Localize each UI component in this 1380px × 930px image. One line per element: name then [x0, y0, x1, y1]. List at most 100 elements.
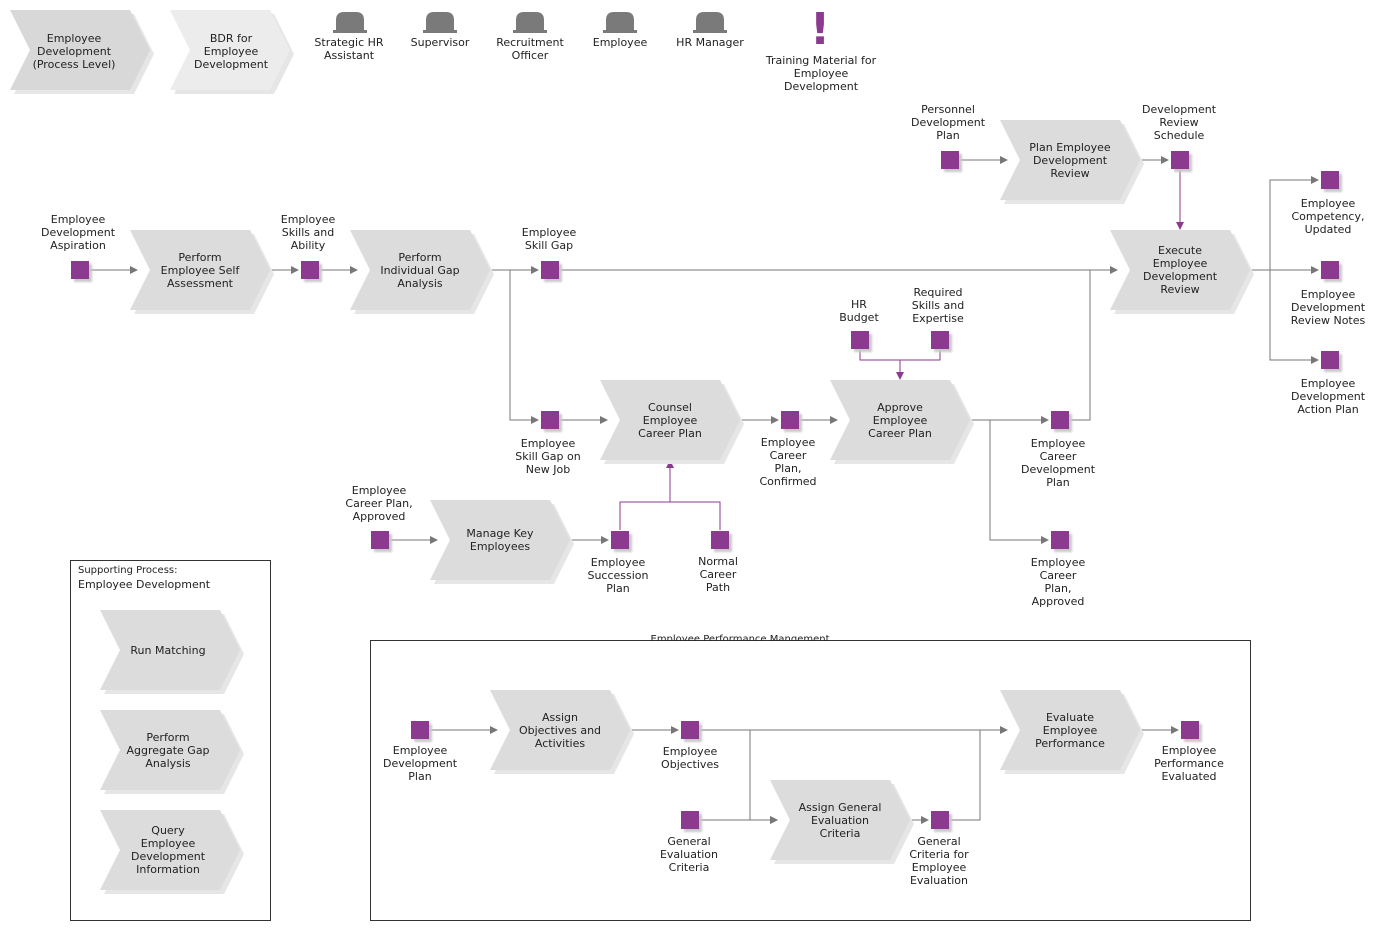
supporting-process-subtitle: Employee Development — [78, 578, 211, 591]
training-material-label: Training Material for Employee Developme… — [765, 54, 877, 93]
label-performance-evaluated: Employee Performance Evaluated — [1154, 744, 1224, 783]
process-self-assessment-shape — [130, 230, 270, 310]
edge-gap-new-job — [509, 270, 539, 424]
data-required-skills[interactable] — [931, 331, 949, 349]
edge-path-counsel — [670, 501, 721, 530]
label-review-schedule: Development Review Schedule — [1141, 103, 1217, 142]
label-action-plan: Employee Development Action Plan — [1290, 377, 1366, 416]
data-personnel-plan[interactable] — [941, 151, 959, 169]
process-plan-review[interactable]: Plan Employee Development Review — [1029, 140, 1111, 180]
edge-execute-action — [1269, 270, 1319, 364]
process-approve-shape — [830, 380, 970, 460]
support-run-matching-shape — [100, 610, 240, 690]
process-self-assessment[interactable]: Perform Employee Self Assessment — [160, 250, 240, 290]
process-evaluate-performance[interactable]: Evaluate Employee Performance — [1035, 710, 1105, 750]
process-assign-criteria[interactable]: Assign General Evaluation Criteria — [798, 800, 882, 840]
data-action-plan[interactable] — [1321, 351, 1339, 369]
support-query-info[interactable]: Query Employee Development Information — [130, 824, 206, 876]
edge-dev-plan-up — [1070, 269, 1117, 421]
label-criteria-eval: General Criteria for Employee Evaluation — [909, 835, 969, 887]
supporting-process-box — [70, 560, 271, 921]
training-material-icon: ! — [809, 4, 831, 55]
label-dev-plan: Employee Development Plan — [382, 744, 458, 783]
role-supervisor: Supervisor — [410, 36, 470, 49]
label-personnel-plan: Personnel Development Plan — [910, 103, 986, 142]
role-hat-icon — [423, 12, 457, 33]
label-competency: Employee Competency, Updated — [1291, 197, 1365, 236]
data-competency[interactable] — [1321, 171, 1339, 189]
data-performance-evaluated[interactable] — [1181, 721, 1199, 739]
label-aspiration: Employee Development Aspiration — [40, 213, 116, 252]
process-gap-analysis-shape — [350, 230, 490, 310]
performance-management-box — [370, 640, 1251, 921]
label-gap-new-job: Employee Skill Gap on New Job — [515, 437, 581, 476]
role-strategic-hr-assistant: Strategic HR Assistant — [314, 36, 384, 62]
role-hr-manager: HR Manager — [676, 36, 744, 49]
data-dev-plan[interactable] — [411, 721, 429, 739]
label-career-confirmed: Employee Career Plan, Confirmed — [759, 436, 817, 488]
performance-management-title: Employee Performance Mangement — [650, 634, 830, 641]
legend-process-level-shape — [10, 10, 150, 90]
data-review-notes[interactable] — [1321, 261, 1339, 279]
label-career-approved-out: Employee Career Plan, Approved — [1030, 556, 1086, 608]
process-counsel-shape — [600, 380, 740, 460]
role-employee: Employee — [592, 36, 648, 49]
role-recruitment-officer: Recruitment Officer — [496, 36, 564, 62]
support-aggregate-gap-shape — [100, 710, 240, 790]
label-hr-budget: HR Budget — [839, 298, 879, 324]
process-evaluate-shape — [1000, 690, 1140, 770]
support-run-matching[interactable]: Run Matching — [130, 643, 206, 657]
label-normal-path: Normal Career Path — [698, 555, 738, 594]
role-hat-icon — [333, 12, 367, 33]
process-gap-analysis[interactable]: Perform Individual Gap Analysis — [380, 250, 460, 290]
process-manage-key-shape — [430, 500, 570, 580]
data-career-approved-out[interactable] — [1051, 531, 1069, 549]
edge-criteria-eval — [950, 729, 1007, 821]
edge-approved-out — [989, 420, 1049, 544]
data-career-dev-plan[interactable] — [1051, 411, 1069, 429]
process-counsel-career-plan[interactable]: Counsel Employee Career Plan — [638, 400, 702, 440]
support-aggregate-gap[interactable]: Perform Aggregate Gap Analysis — [126, 730, 210, 770]
data-normal-path[interactable] — [711, 531, 729, 549]
role-hat-icon — [513, 12, 547, 33]
label-succession-plan: Employee Succession Plan — [587, 556, 649, 595]
process-approve-career-plan[interactable]: Approve Employee Career Plan — [868, 400, 932, 440]
label-career-dev-plan: Employee Career Development Plan — [1020, 437, 1096, 489]
data-gap-new-job[interactable] — [541, 411, 559, 429]
data-objectives[interactable] — [681, 721, 699, 739]
supporting-process-title: Supporting Process: — [78, 565, 178, 576]
data-skill-gap[interactable] — [541, 261, 559, 279]
legend-bdr-shape — [170, 10, 290, 90]
label-gen-criteria: General Evaluation Criteria — [659, 835, 719, 874]
label-career-approved-in: Employee Career Plan, Approved — [345, 484, 413, 523]
label-skills-ability: Employee Skills and Ability — [280, 213, 336, 252]
data-succession-plan[interactable] — [611, 531, 629, 549]
data-career-confirmed[interactable] — [781, 411, 799, 429]
process-assign-objectives[interactable]: Assign Objectives and Activities — [518, 710, 602, 750]
role-hat-icon — [693, 12, 727, 33]
process-manage-key-employees[interactable]: Manage Key Employees — [466, 527, 534, 553]
data-criteria-eval[interactable] — [931, 811, 949, 829]
process-execute-review[interactable]: Execute Employee Development Review — [1142, 244, 1218, 296]
edge-skills-approve — [900, 350, 941, 361]
data-career-approved-in[interactable] — [371, 531, 389, 549]
edge-succession-counsel — [619, 460, 674, 530]
data-aspiration[interactable] — [71, 261, 89, 279]
process-assign-criteria-shape — [770, 780, 910, 860]
data-hr-budget[interactable] — [851, 331, 869, 349]
label-objectives: Employee Objectives — [661, 745, 719, 771]
process-assign-objectives-shape — [490, 690, 630, 770]
role-hat-icon — [603, 12, 637, 33]
data-gen-criteria[interactable] — [681, 811, 699, 829]
label-review-notes: Employee Development Review Notes — [1290, 288, 1366, 327]
process-execute-review-shape — [1110, 230, 1250, 310]
data-skills-ability[interactable] — [301, 261, 319, 279]
legend-process-level: Employee Development (Process Level) — [32, 31, 116, 71]
data-review-schedule[interactable] — [1171, 151, 1189, 169]
edge-budget-approve — [859, 350, 904, 380]
process-plan-review-shape — [1000, 120, 1140, 200]
support-query-info-shape — [100, 810, 240, 890]
label-skill-gap: Employee Skill Gap — [521, 226, 577, 252]
label-required-skills: Required Skills and Expertise — [911, 286, 965, 325]
